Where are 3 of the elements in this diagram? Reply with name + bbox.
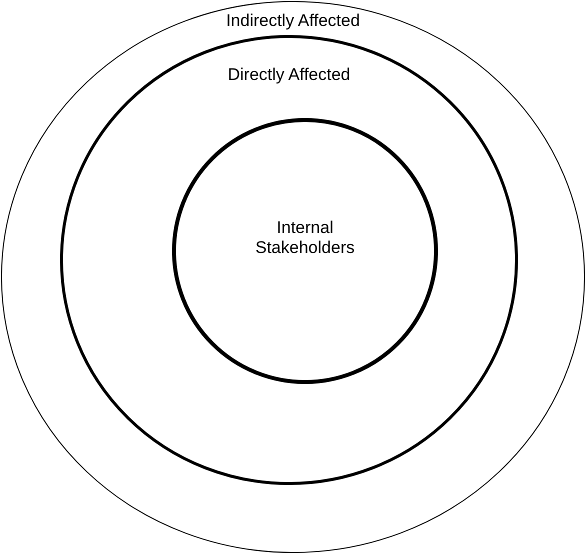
ring-label: Indirectly Affected <box>226 11 360 31</box>
ring-label: Directly Affected <box>228 65 350 85</box>
ring-label: Internal Stakeholders <box>254 218 356 258</box>
